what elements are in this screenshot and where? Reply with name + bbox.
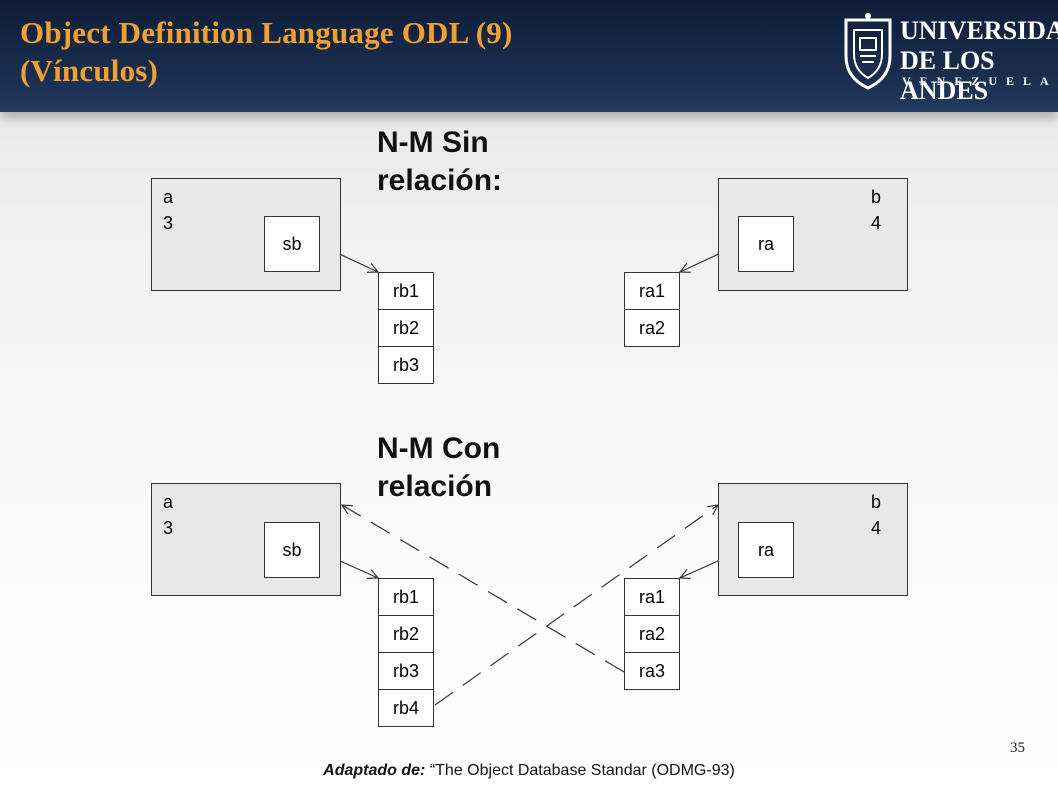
cell-rb3-bottom: rb3 — [378, 652, 434, 690]
footnote-text: “The Object Database Standar (ODMG-93) — [425, 762, 735, 779]
cell-ra2-top: ra2 — [624, 309, 680, 347]
title-line-1: Object Definition Language ODL (9) — [20, 15, 513, 50]
footnote-prefix: Adaptado de: — [323, 762, 426, 779]
cell-rb2-top: rb2 — [378, 309, 434, 347]
ref-sb-bottom: sb — [264, 522, 320, 578]
slide-header: Object Definition Language ODL (9) (Vínc… — [0, 0, 1058, 112]
crest-icon — [844, 13, 892, 90]
heading-sin-line-1: N-M Sin — [377, 126, 489, 159]
cell-ra2-bottom: ra2 — [624, 615, 680, 653]
slide-title: Object Definition Language ODL (9) (Vínc… — [20, 14, 512, 90]
dashed-ra3-to-a-box — [342, 505, 625, 673]
object-a-label-bottom: a — [163, 492, 174, 512]
title-line-2: (Vínculos) — [20, 53, 159, 88]
heading-sin-relacion: N-M Sin relación: — [377, 124, 502, 200]
object-b-label-bottom: b — [871, 492, 882, 512]
cell-rb3-top: rb3 — [378, 346, 434, 384]
heading-con-relacion: N-M Con relación — [377, 430, 500, 506]
cell-rb4-bottom: rb4 — [378, 689, 434, 727]
cell-ra3-bottom: ra3 — [624, 652, 680, 690]
cell-rb2-bottom: rb2 — [378, 615, 434, 653]
dashed-rb4-to-b-box — [434, 505, 718, 706]
object-b-count-bottom: 4 — [871, 518, 882, 538]
heading-sin-line-2: relación: — [377, 164, 503, 197]
cell-rb1-bottom: rb1 — [378, 578, 434, 616]
ref-ra-top: ra — [738, 216, 794, 272]
page-number: 35 — [1010, 740, 1025, 756]
heading-con-line-1: N-M Con — [377, 432, 501, 465]
object-b-count-top: 4 — [871, 213, 882, 233]
source-footnote: Adaptado de: “The Object Database Standa… — [0, 762, 1058, 780]
heading-con-line-2: relación — [377, 470, 493, 503]
object-b-label-top: b — [871, 187, 882, 207]
object-a-count-top: 3 — [163, 213, 174, 233]
cell-ra1-bottom: ra1 — [624, 578, 680, 616]
cell-rb1-top: rb1 — [378, 272, 434, 310]
cell-ra1-top: ra1 — [624, 272, 680, 310]
object-a-label-top: a — [163, 187, 174, 207]
ref-ra-bottom: ra — [738, 522, 794, 578]
logo-text-line-3: VENEZUELA — [902, 74, 1058, 88]
ref-sb-top: sb — [264, 216, 320, 272]
logo-text-line-2: DE LOS ANDES — [900, 46, 995, 105]
object-a-count-bottom: 3 — [163, 518, 174, 538]
